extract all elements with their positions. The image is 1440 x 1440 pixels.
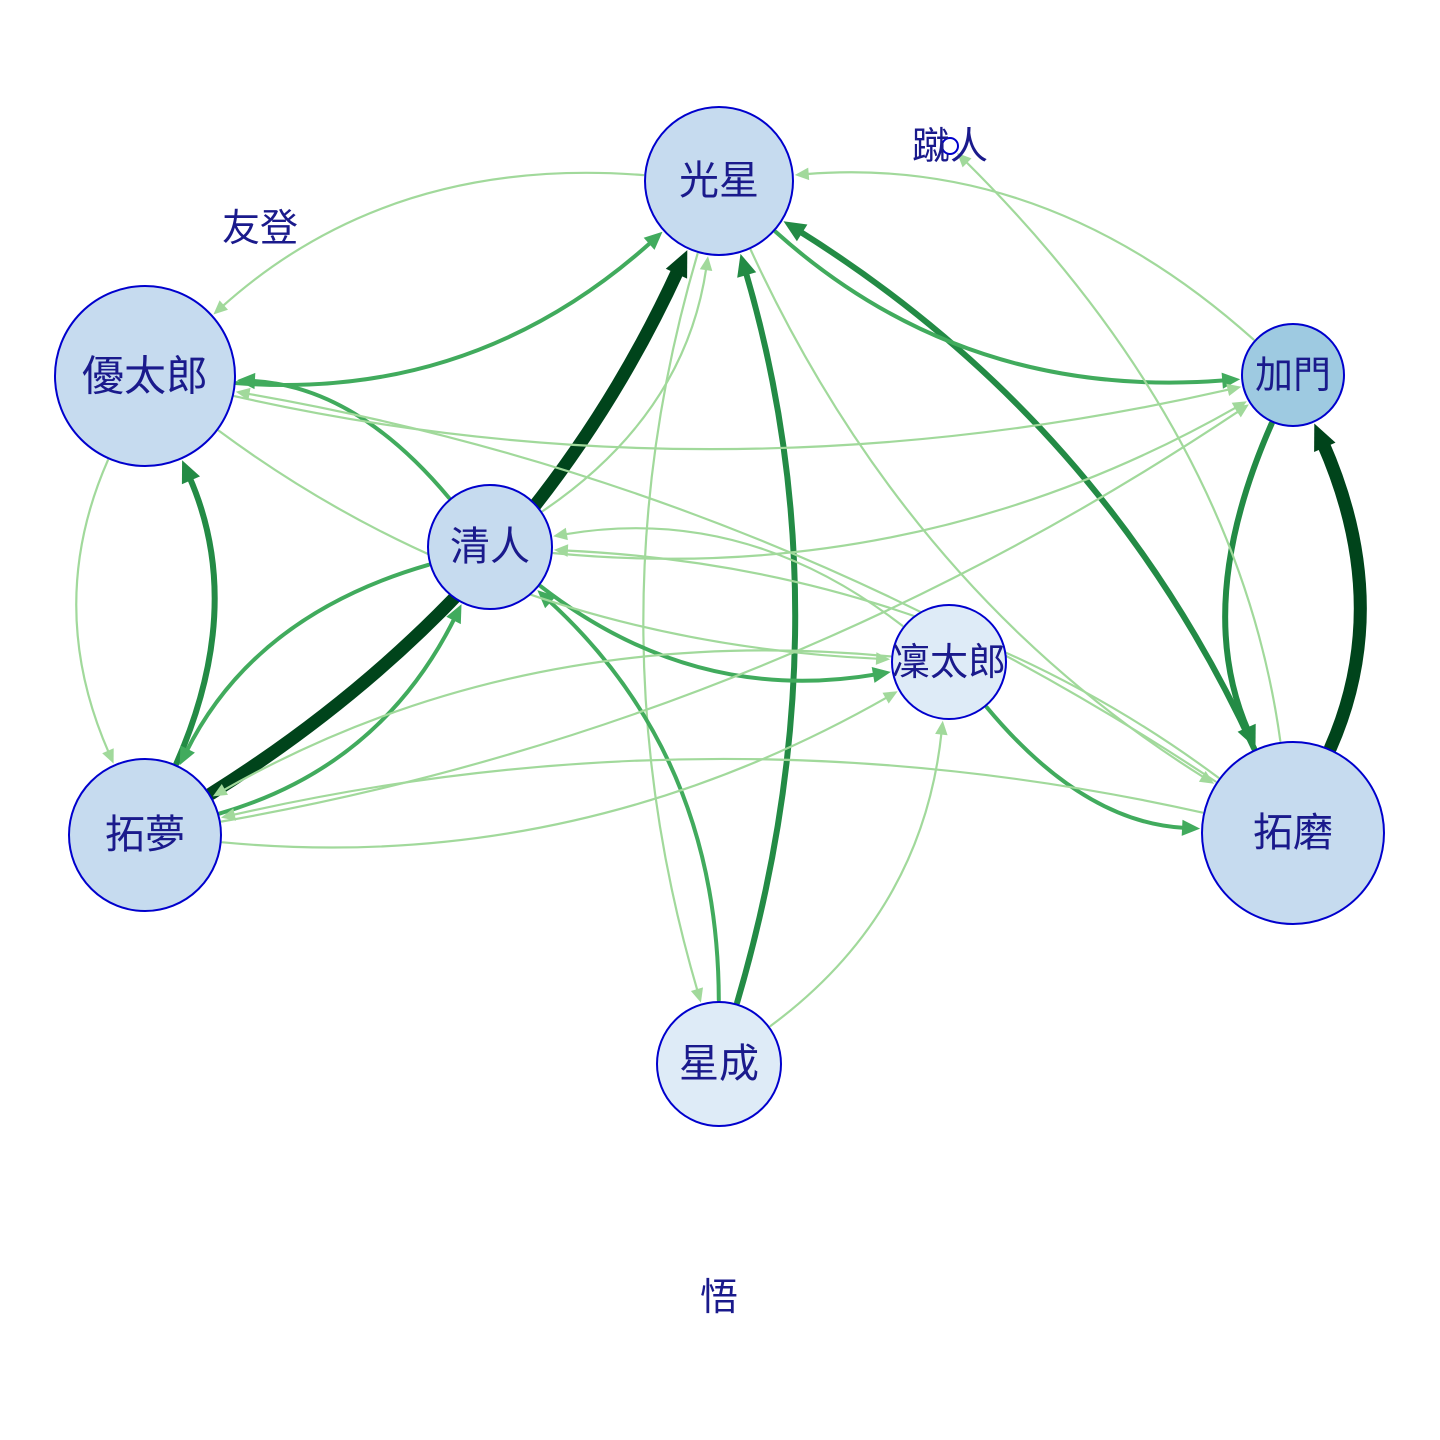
edge-arrowhead-yutaro-to-takumu [102,748,114,764]
edge-arrowhead-kiyoto-to-koseii [699,256,713,271]
edge-takuma-to-koseii [795,227,1258,752]
edge-kado-to-takuma [1222,420,1275,735]
edge-arrowhead-takumu-to-rintaro [882,691,898,704]
edge-kiyoto-to-yutaro [249,378,451,500]
edges-layer [75,153,1367,1028]
edge-arrowhead-kiyoto-to-rintaro [871,667,891,683]
node-satoru[interactable]: 悟 [700,1275,738,1319]
edge-arrowhead-rintaro-to-takumu [212,784,228,797]
node-circle-yutaro[interactable] [54,285,236,467]
edge-arrowhead-takuma-to-kiyoto [553,544,569,557]
edge-kiyoto-to-rintaro [538,584,879,683]
edge-arrowhead-takuma-to-yutaro [235,387,251,401]
node-label-rintaro: 凜太郎 [892,640,1006,684]
edge-kiyoto-to-koseii [541,266,708,513]
node-kado[interactable]: 加門 [1241,323,1345,427]
edge-arrowhead-kiyoto-to-yutaro [236,372,256,390]
edge-seisei-to-koseii [734,267,799,1006]
node-circle-takumu[interactable] [68,758,222,912]
edge-koseii-to-yutaro [220,171,645,309]
node-rintaro[interactable]: 凜太郎 [891,604,1007,720]
edge-arrowhead-takuma-to-koseii [783,221,808,242]
node-circle-shuto[interactable] [941,137,959,155]
edge-rintaro-to-takumu [221,649,892,792]
edge-arrowhead-takumu-to-kado [1233,404,1249,418]
edge-koseii-to-seisei [642,252,699,993]
edge-takumu-to-rintaro [221,695,890,849]
node-circle-kado[interactable] [1241,323,1345,427]
node-label-takumu: 拓夢 [105,812,185,858]
node-shuto[interactable]: 蹴人 [912,124,988,168]
edge-arrowhead-koseii-to-takuma [1198,771,1215,784]
edge-takumu-to-yutaro [173,473,218,767]
edge-takuma-to-shuto [964,159,1282,742]
edge-rintaro-to-kiyoto [563,527,904,627]
edge-arrowhead-koseii-to-yutaro [213,300,228,315]
node-koseii[interactable]: 光星 [644,106,794,256]
edge-yutaro-to-takumu [75,459,111,755]
node-circle-kiyoto[interactable] [427,484,553,610]
node-label-yuto: 友登 [222,206,298,250]
edge-seisei-to-kiyoto [545,597,721,1002]
edge-arrowhead-takumu-to-koseii [665,250,688,279]
edge-kiyoto-to-kado [552,405,1239,560]
edge-koseii-to-kado [773,229,1228,385]
edge-arrowhead-takuma-to-kado [1314,423,1336,452]
edge-arrowhead-takumu-to-yutaro [181,460,200,485]
edge-takuma-to-kado [1316,436,1367,755]
node-label-yutaro: 優太郎 [82,352,208,401]
edge-takuma-to-kiyoto [564,549,1220,779]
edge-arrowhead-takumu-to-kiyoto [446,604,462,625]
node-kiyoto[interactable]: 清人 [427,484,553,610]
edge-takumu-to-kiyoto [217,615,458,816]
node-yutaro[interactable]: 優太郎 [54,285,236,467]
node-circle-rintaro[interactable] [891,604,1007,720]
edge-arrowhead-rintaro-to-kiyoto [553,527,568,541]
edge-yutaro-to-koseii [234,239,654,387]
node-yuto[interactable]: 友登 [222,206,298,250]
node-takumu[interactable]: 拓夢 [68,758,222,912]
node-circle-seisei[interactable] [656,1001,782,1127]
edge-arrowhead-yutaro-to-kado [1226,383,1242,396]
edge-seisei-to-rintaro [769,730,943,1028]
node-label-seisei: 星成 [679,1041,759,1087]
node-label-takuma: 拓磨 [1253,810,1333,856]
node-circle-takuma[interactable] [1201,741,1385,925]
edge-arrowhead-seisei-to-rintaro [935,720,948,736]
edge-arrowhead-koseii-to-kado [1221,372,1241,389]
edge-takuma-to-takumu [230,757,1204,817]
edge-kiyoto-to-takumu [184,562,431,755]
edge-arrowhead-yutaro-to-koseii [643,231,663,250]
edge-arrowhead-seisei-to-koseii [737,253,757,278]
edge-arrowhead-takuma-to-shuto [957,153,972,168]
edge-arrowhead-kiyoto-to-takumu [179,745,195,766]
edge-takuma-to-yutaro [245,392,1217,783]
node-label-koseii: 光星 [679,158,759,204]
edge-rintaro-to-takuma [984,705,1188,830]
edge-arrowhead-rintaro-to-takuma [1181,819,1201,836]
edge-arrowhead-kado-to-koseii [794,167,810,181]
edge-kado-to-koseii [804,171,1255,341]
node-label-kiyoto: 清人 [450,524,530,570]
node-label-kado: 加門 [1255,353,1331,397]
edge-arrowhead-koseii-to-seisei [690,987,703,1003]
edge-arrowhead-takuma-to-takumu [221,808,237,821]
node-circle-koseii[interactable] [644,106,794,256]
node-label-shuto: 蹴人 [912,124,988,168]
node-seisei[interactable]: 星成 [656,1001,782,1127]
node-takuma[interactable]: 拓磨 [1201,741,1385,925]
node-label-satoru: 悟 [700,1275,738,1319]
edge-takumu-to-kado [220,409,1241,823]
edge-yutaro-to-kado [233,388,1232,451]
